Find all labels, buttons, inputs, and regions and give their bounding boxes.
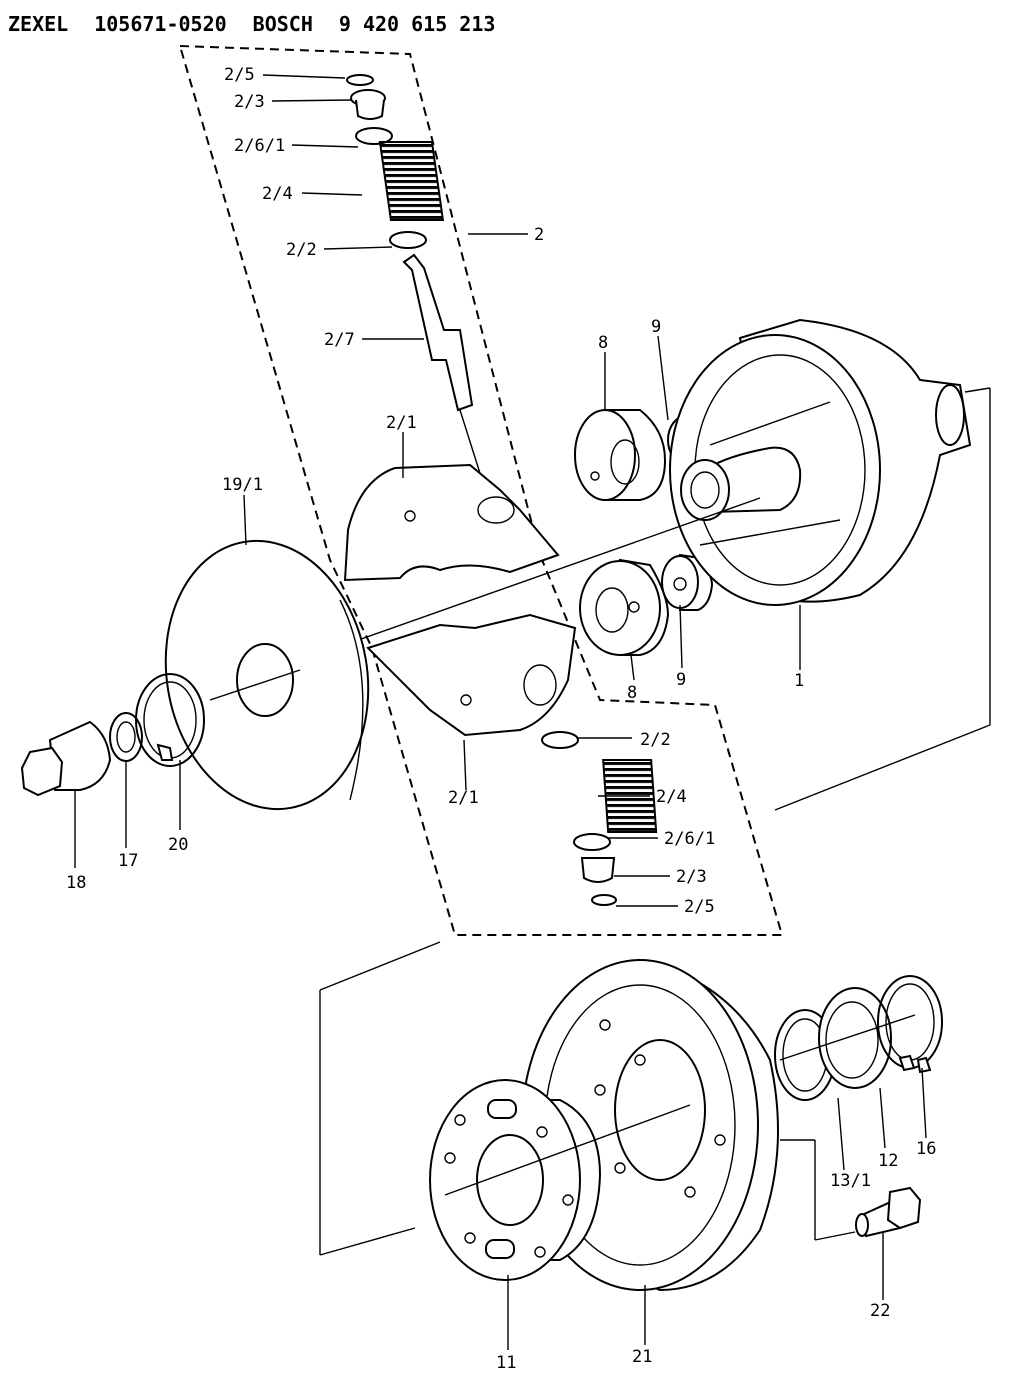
flyweight-2-1-bottom-bore [460,694,472,706]
label-2: 2 [534,225,544,245]
label-22: 22 [870,1301,890,1321]
circlip-20 [135,673,205,767]
spring-seat-2-2-bottom [541,731,579,749]
ring-12 [818,987,892,1089]
flyweight-2-1-top-hole [477,496,515,524]
label-8-bottom: 8 [627,683,637,703]
label-8-top: 8 [598,333,608,353]
spring-cap-2-3-top-body [355,99,385,120]
label-13-1: 13/1 [830,1171,871,1191]
label-18: 18 [66,873,86,893]
flyweight-2-1-bottom-hole [523,664,557,706]
valve-pin-2-7 [402,253,474,412]
spring-2-4-top [378,141,445,221]
valve-stack-bottom [541,731,658,906]
label-12: 12 [878,1151,898,1171]
governor-housing-1 [669,318,972,606]
label-2-2-bottom: 2/2 [640,730,671,750]
washer-2-6-1-bottom [573,833,611,851]
brand-bosch: BOSCH [252,12,313,36]
circlip-2-5-top [346,74,374,86]
label-17: 17 [118,851,138,871]
brand-zexel: ZEXEL [8,12,69,36]
label-2-7: 2/7 [324,330,355,350]
label-2-5-top: 2/5 [224,65,255,85]
label-9-bottom: 9 [676,670,686,690]
label-16: 16 [916,1139,936,1159]
hub-gear-axis [444,1104,691,1196]
disc-axis [209,669,301,701]
washer-2-6-1-top [355,127,393,145]
bosch-part-number: 9 420 615 213 [338,12,496,36]
label-21: 21 [632,1347,652,1367]
valve-stack-top [346,74,491,506]
flyweight-2-1-top [343,463,560,582]
label-20: 20 [168,835,188,855]
leader-bracket-right [964,387,991,393]
flyweight-2-1-bottom [366,613,577,737]
label-2-4-bottom: 2/4 [656,787,687,807]
label-2-1-top: 2/1 [386,413,417,433]
label-2-6-1-top: 2/6/1 [234,136,285,156]
spring-cap-2-3-bottom [580,857,616,883]
label-2-2-top: 2/2 [286,240,317,260]
label-2-3-top: 2/3 [234,92,265,112]
label-2-3-bottom: 2/3 [676,867,707,887]
circlip-16 [877,975,943,1074]
label-2-4-top: 2/4 [262,184,293,204]
disc-19-1 [164,539,370,811]
flyweight-2-1-top-bore [404,510,416,522]
shaft-axis-mid [329,497,761,651]
shaft-axis-lower [699,519,841,546]
bracket-left-top [319,941,441,991]
shaft-axis-top [709,401,831,446]
zexel-part-number: 105671-0520 [94,12,227,36]
circlip-2-5-bottom [591,894,617,906]
label-1: 1 [794,671,804,691]
diagram-header: ZEXEL 105671-0520 BOSCH 9 420 615 213 [8,12,521,36]
spring-seat-2-2-top [389,231,427,249]
bracket-left-bottom [319,1227,416,1256]
assembly-2-dashed-outline [178,44,784,936]
washer-17 [109,712,143,762]
label-11: 11 [496,1353,516,1373]
leader-bracket-right-diag [774,724,991,811]
roller-8-bottom [579,558,670,656]
label-2-1-bottom: 2/1 [448,788,479,808]
hub-11 [429,1079,602,1281]
label-2-5-bottom: 2/5 [684,897,715,917]
label-9-top: 9 [651,317,661,337]
roller-8-top [574,409,667,501]
rings-axis [779,1014,916,1061]
label-19-1: 19/1 [222,475,263,495]
leader-lines [74,74,927,1350]
nut-18 [20,720,112,797]
bolt-22 [855,1186,922,1238]
label-2-6-1-bottom: 2/6/1 [664,829,715,849]
bracket-right-bottom [814,1231,856,1241]
